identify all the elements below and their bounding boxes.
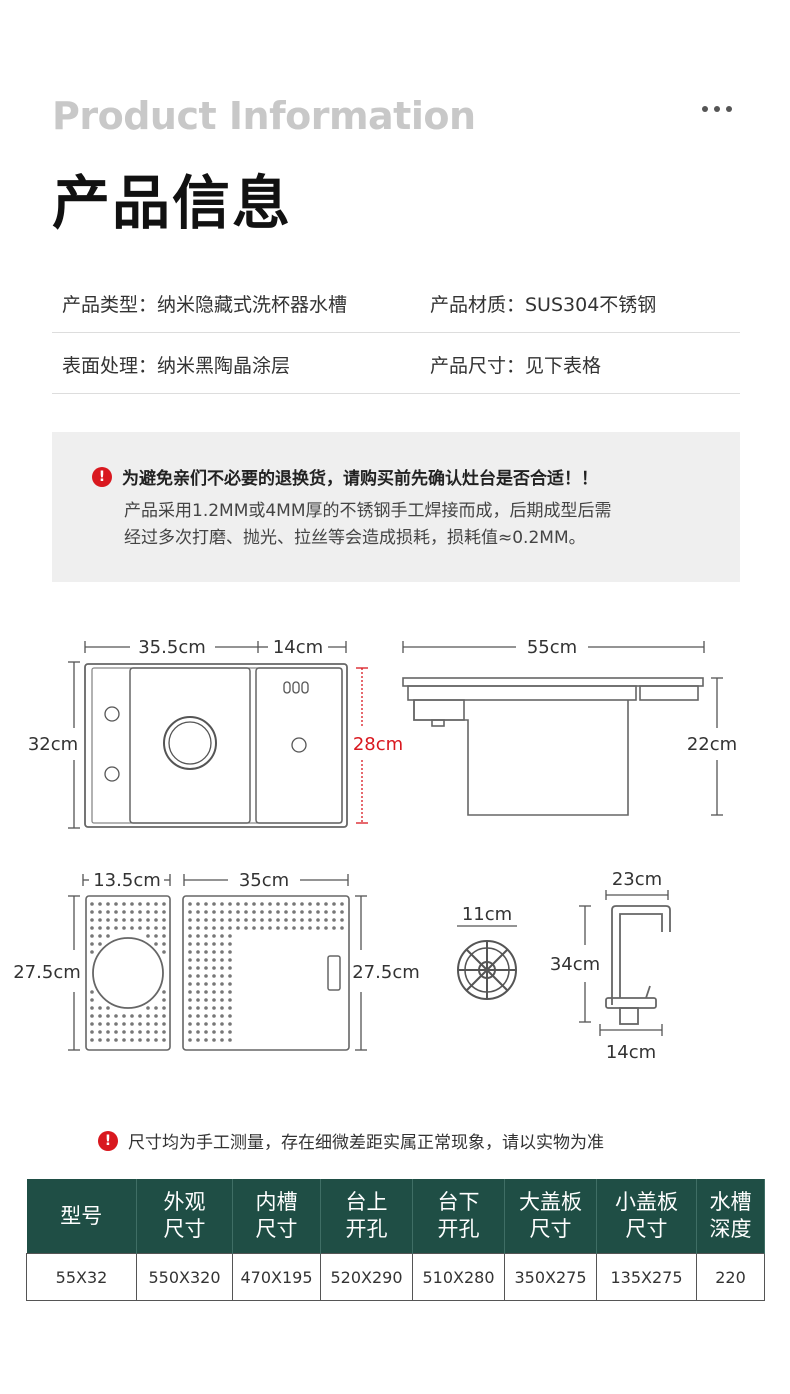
- cell-inner-size: 470X195: [232, 1253, 321, 1301]
- measurement-note: ! 尺寸均为手工测量，存在细微差距实属正常现象，请以实物为准: [98, 1128, 604, 1153]
- header-model: 型号: [26, 1179, 137, 1254]
- title-cn: 产品信息: [52, 169, 293, 237]
- dim-side-depth: 22cm: [687, 734, 737, 755]
- dim-rinser-width: 11cm: [462, 904, 512, 925]
- dim-cover-small-width: 13.5cm: [93, 870, 161, 891]
- cell-model: 55X32: [26, 1253, 137, 1301]
- exclamation-icon: !: [92, 466, 112, 487]
- measurement-note-text: 尺寸均为手工测量，存在细微差距实属正常现象，请以实物为准: [128, 1133, 604, 1153]
- spec-table: 型号 外观尺寸 内槽尺寸 台上开孔 台下开孔 大盖板尺寸 小盖板尺寸 水槽深度 …: [26, 1179, 765, 1301]
- title-en: Product Information: [52, 94, 476, 138]
- info-product-type: 产品类型：纳米隐藏式洗杯器水槽: [62, 294, 348, 316]
- info-material: 产品材质：SUS304不锈钢: [430, 294, 657, 316]
- more-icon[interactable]: [702, 106, 732, 112]
- dim-height-inner: 28cm: [353, 734, 403, 755]
- dim-top-width-right: 14cm: [273, 637, 323, 658]
- notice-body: 产品采用1.2MM或4MM厚的不锈钢手工焊接而成，后期成型后需 经过多次打磨、抛…: [124, 498, 714, 552]
- header-large-cover: 大盖板尺寸: [504, 1179, 597, 1254]
- notice-line-1: 产品采用1.2MM或4MM厚的不锈钢手工焊接而成，后期成型后需: [124, 501, 612, 521]
- dim-cover-height-right: 27.5cm: [352, 962, 420, 983]
- notice-heading-text: 为避免亲们不必要的退换货，请购买前先确认灶台是否合适！！: [122, 469, 598, 489]
- dim-side-width: 55cm: [527, 637, 577, 658]
- cell-large-cover: 350X275: [504, 1253, 597, 1301]
- dim-top-width-left: 35.5cm: [138, 637, 206, 658]
- header-depth: 水槽深度: [696, 1179, 765, 1254]
- dim-cover-height-left: 27.5cm: [13, 962, 81, 983]
- header-top-mount: 台上开孔: [320, 1179, 413, 1254]
- info-row: 表面处理：纳米黑陶晶涂层 产品尺寸：见下表格: [52, 333, 740, 394]
- notice-box: ! 为避免亲们不必要的退换货，请购买前先确认灶台是否合适！！ 产品采用1.2MM…: [52, 432, 740, 582]
- header-inner-size: 内槽尺寸: [232, 1179, 321, 1254]
- cell-small-cover: 135X275: [596, 1253, 697, 1301]
- cell-top-mount: 520X290: [320, 1253, 413, 1301]
- cell-under-mount: 510X280: [412, 1253, 505, 1301]
- dim-faucet-base: 14cm: [606, 1042, 656, 1063]
- info-size: 产品尺寸：见下表格: [430, 355, 602, 377]
- cell-depth: 220: [696, 1253, 765, 1301]
- table-row: 55X32 550X320 470X195 520X290 510X280 35…: [26, 1253, 765, 1301]
- dimension-diagram: 35.5cm 14cm 32cm 28cm 55cm 22cm 13.5cm 3…: [13, 637, 737, 1063]
- header-small-cover: 小盖板尺寸: [596, 1179, 697, 1254]
- notice-heading: ! 为避免亲们不必要的退换货，请购买前先确认灶台是否合适！！: [92, 464, 598, 489]
- dim-height-outer: 32cm: [28, 734, 78, 755]
- table-header-row: 型号 外观尺寸 内槽尺寸 台上开孔 台下开孔 大盖板尺寸 小盖板尺寸 水槽深度: [26, 1179, 765, 1254]
- info-surface: 表面处理：纳米黑陶晶涂层: [62, 355, 291, 377]
- info-row: 产品类型：纳米隐藏式洗杯器水槽 产品材质：SUS304不锈钢: [52, 272, 740, 333]
- dim-faucet-height: 34cm: [550, 954, 600, 975]
- notice-line-2: 经过多次打磨、抛光、拉丝等会造成损耗，损耗值≈0.2MM。: [124, 528, 586, 548]
- exclamation-icon: !: [98, 1130, 118, 1151]
- dim-cover-large-width: 35cm: [239, 870, 289, 891]
- header-outer-size: 外观尺寸: [136, 1179, 233, 1254]
- header-under-mount: 台下开孔: [412, 1179, 505, 1254]
- dim-faucet-reach: 23cm: [612, 869, 662, 890]
- cell-outer-size: 550X320: [136, 1253, 233, 1301]
